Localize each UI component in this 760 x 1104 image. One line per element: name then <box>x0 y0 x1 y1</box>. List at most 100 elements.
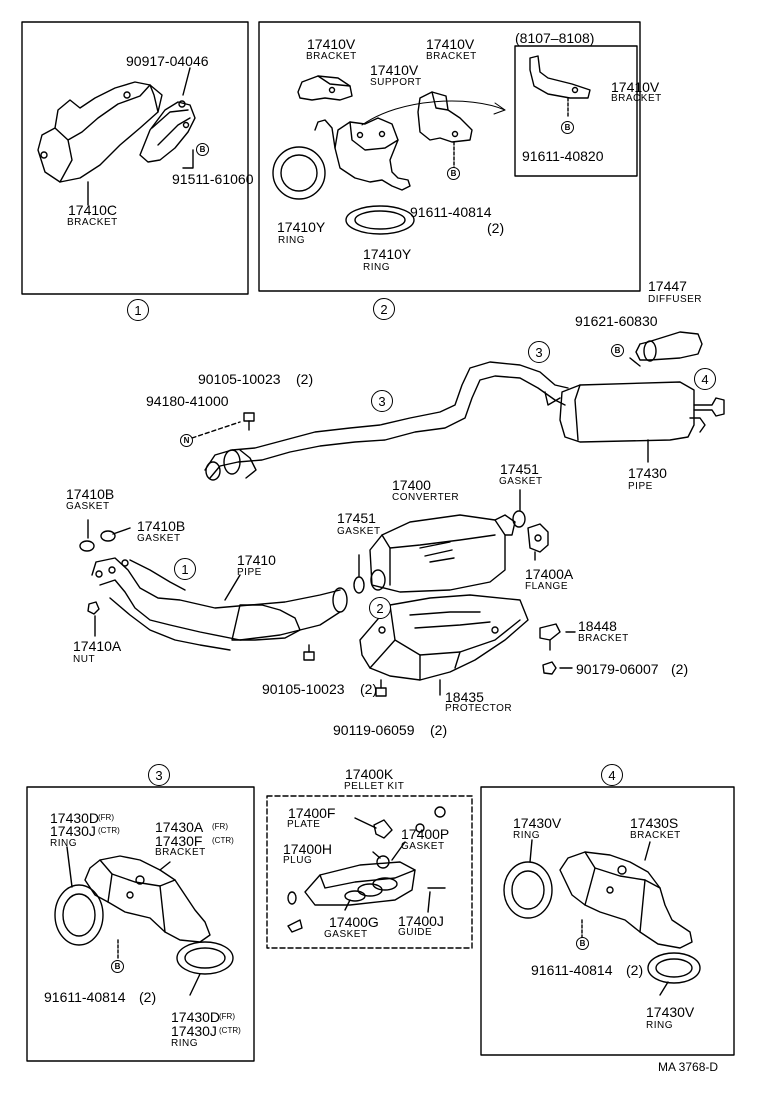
panel-key-1: 1 <box>127 299 149 321</box>
flange-17400a-drawing <box>527 523 549 553</box>
part-number: 94180-41000 <box>146 393 229 409</box>
part-name: RING <box>50 838 77 849</box>
quantity: (2) <box>430 722 448 738</box>
arrow-head <box>493 102 506 115</box>
bolt-marker: B <box>561 121 574 134</box>
part-name: BRACKET <box>611 93 662 104</box>
pipe-17410-drawing <box>91 557 348 651</box>
part-number: 17430J <box>171 1023 217 1039</box>
panel-kit-frame <box>266 795 473 949</box>
bolt-marker: B <box>196 143 209 156</box>
part-number: 17410 <box>237 552 276 568</box>
part-number: 90119-06059 <box>333 722 415 738</box>
location-key-3: 3 <box>528 341 550 363</box>
bolt-marker: B <box>611 344 624 357</box>
leader <box>224 574 241 601</box>
gasket-17451-right-drawing <box>512 510 526 528</box>
part-name: BRACKET <box>578 633 629 644</box>
leader <box>344 899 351 911</box>
part-suffix: (FR) <box>212 822 228 831</box>
nut-marker: N <box>180 434 193 447</box>
part-number: 90179-06007 <box>576 661 659 677</box>
leader <box>354 817 377 829</box>
part-suffix: (CTR) <box>212 836 234 845</box>
nut-17410a-drawing <box>87 601 100 615</box>
part-name: BRACKET <box>426 51 477 62</box>
quantity: (2) <box>671 661 689 677</box>
part-number: 17430J <box>50 823 96 839</box>
panel-key-2: 2 <box>373 298 395 320</box>
part-number: 17400G <box>329 914 379 930</box>
bracket-upper-right-drawing <box>417 91 473 143</box>
quantity: (2) <box>139 989 157 1005</box>
nut-90179-drawing <box>542 661 557 675</box>
converter-17400-drawing <box>369 514 516 593</box>
pellet-kit-drawing <box>287 806 446 933</box>
diagram-code: MA 3768-D <box>658 1060 719 1074</box>
part-name: GASKET <box>137 533 181 544</box>
part-number: 17410B <box>66 486 115 502</box>
part-number: 91511-61060 <box>172 171 254 187</box>
part-name: CONVERTER <box>392 492 460 503</box>
gasket-17451-left-drawing <box>353 576 365 594</box>
leader <box>66 846 73 888</box>
part-number: 90917-04046 <box>126 53 209 69</box>
bracket-18448-drawing <box>539 623 561 651</box>
location-key-4: 4 <box>694 368 716 390</box>
part-name: FLANGE <box>525 581 569 592</box>
leader <box>529 839 533 863</box>
part-number: 17430V <box>646 1004 695 1020</box>
pipe-17430-drawing <box>204 361 569 481</box>
quantity: (2) <box>296 371 314 387</box>
part-name: PLUG <box>283 855 313 866</box>
part-number: 17430S <box>630 815 679 831</box>
muffler-drawing <box>544 381 725 443</box>
part-number: 17451 <box>500 461 539 477</box>
location-key-2: 2 <box>369 597 391 619</box>
part-name: RING <box>646 1020 673 1031</box>
panel-2-subframe <box>514 45 638 177</box>
part-name: GUIDE <box>398 927 433 938</box>
leader <box>112 527 131 535</box>
panel-2-frame <box>258 21 641 292</box>
bracket-sub-drawing <box>529 55 591 99</box>
leader <box>191 421 241 439</box>
leader <box>182 149 194 169</box>
support-17410v-drawing <box>314 117 411 191</box>
ring-17430d-right-drawing <box>176 941 234 975</box>
diffuser-17447-drawing <box>635 331 703 362</box>
part-number: 17410Y <box>363 246 412 262</box>
part-number: 17410V <box>370 62 419 78</box>
part-number: 17400F <box>288 805 336 821</box>
part-number: 17400H <box>283 841 333 857</box>
part-suffix: (CTR) <box>98 826 120 835</box>
subpanel-note: (8107–8108) <box>515 30 595 46</box>
part-name: RING <box>278 235 305 246</box>
bracket-17430a-drawing <box>84 855 211 943</box>
part-number: 91621-60830 <box>575 313 658 329</box>
part-number: 17410V <box>611 79 660 95</box>
part-name: GASKET <box>499 476 543 487</box>
ring-17430v-left-drawing <box>503 861 553 919</box>
part-suffix: (CTR) <box>219 1026 241 1035</box>
part-number: 17430F <box>155 833 203 849</box>
panel-4-frame <box>480 786 735 1056</box>
part-number: 17430A <box>155 819 204 835</box>
bolt-marker: B <box>447 167 460 180</box>
part-name: PLATE <box>287 819 321 830</box>
quantity: (2) <box>487 220 505 236</box>
part-suffix: (FR) <box>98 813 114 822</box>
part-number: 17410V <box>426 36 475 52</box>
part-number: 90105-10023 <box>198 371 281 387</box>
panel-key-4: 4 <box>601 764 623 786</box>
part-name: SUPPORT <box>370 77 422 88</box>
leader <box>372 851 381 859</box>
part-name: BRACKET <box>155 847 206 858</box>
ring-17410y-left-drawing <box>272 146 326 200</box>
arrow-curve <box>361 100 506 126</box>
quantity: (2) <box>626 962 644 978</box>
leader <box>159 861 171 871</box>
part-name: GASKET <box>337 526 381 537</box>
